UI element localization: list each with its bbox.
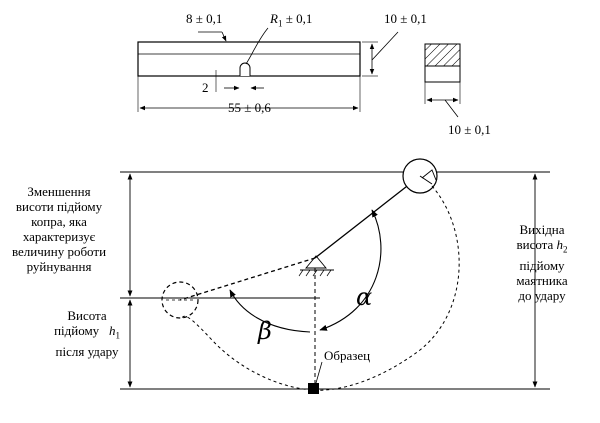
h1-symbol-subscript: 1	[115, 330, 120, 341]
energy-note-line-1: Зменшення	[27, 184, 91, 199]
h2-line-4: маятника	[516, 272, 568, 288]
energy-loss-note: Зменшення висоти підйому копра, яка хара…	[0, 184, 118, 274]
h1-line-3: після удару	[55, 343, 119, 359]
h2-line-2: висота h2	[494, 237, 590, 258]
h1-label: Висота підйому h1 після удару	[42, 308, 132, 359]
height-dimension-label: 10 ± 0,1	[384, 11, 427, 26]
h2-line-1: Вихідна	[519, 222, 565, 237]
h2-line-2-text: висота	[516, 237, 554, 252]
notch-radius-label: R1 ± 0,1	[270, 11, 312, 32]
h2-symbol-subscript: 2	[563, 244, 568, 255]
section-width-label: 10 ± 0,1	[448, 122, 491, 137]
notch-top-dimension-label: 8 ± 0,1	[186, 11, 223, 26]
energy-note-line-4: характеризує	[22, 229, 96, 244]
beta-angle-label: β	[258, 317, 272, 345]
specimen-cross-section	[424, 43, 461, 118]
pendulum-schematic	[120, 158, 550, 394]
h1-symbol: h	[108, 323, 116, 338]
notch-radius-symbol: R	[270, 11, 278, 26]
h1-line-1: Висота	[67, 308, 107, 323]
h1-line-2: підйому h1	[42, 323, 132, 344]
alpha-angle-label: α	[356, 283, 373, 311]
h2-label: Вихідна висота h2 підйому маятника до уд…	[494, 222, 590, 303]
energy-note-line-3: копра, яка	[31, 214, 87, 229]
specimen-block	[308, 383, 319, 394]
energy-note-line-5: величину роботи	[11, 244, 107, 259]
notch-radius-subscript: 1	[277, 18, 283, 29]
notch-width-label: 2	[202, 80, 209, 95]
specimen-label: Образец	[324, 348, 371, 363]
h2-line-5: до удару	[518, 287, 566, 303]
energy-note-line-6: руйнування	[26, 259, 92, 274]
h1-line-2-text: підйому	[54, 323, 100, 338]
h2-symbol: h	[556, 237, 564, 252]
notch-radius-tolerance: ± 0,1	[282, 11, 313, 26]
length-dimension-label: 55 ± 0,6	[228, 100, 271, 115]
energy-note-line-2: висоти підйому	[15, 199, 103, 214]
h2-line-3: підйому	[519, 257, 565, 273]
specimen-side-view	[137, 27, 399, 112]
